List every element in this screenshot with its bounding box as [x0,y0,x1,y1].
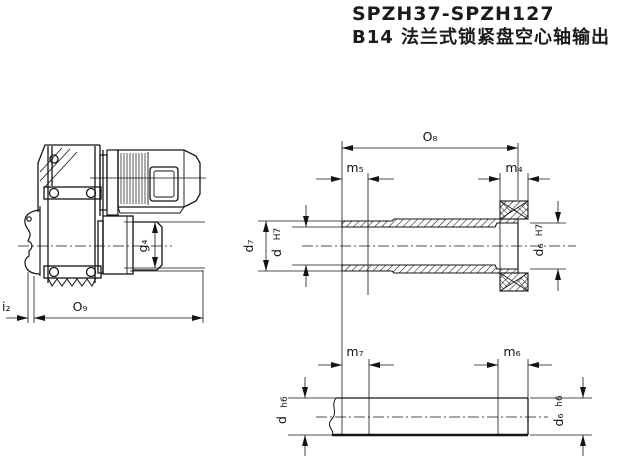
customer-shaft-view: m₇ m₆ d h6 d₆ h6 [274,344,592,456]
dim-label-d7: d₇ [241,240,256,253]
dim-label-m4: m₄ [505,160,522,175]
dim-label-shaft-d6: d₆ [551,414,566,427]
dim-label-m6: m₆ [503,344,520,359]
dim-fit-d6-h7: H7 [535,224,545,237]
motor [90,149,206,214]
shaft-break-line [328,397,337,436]
dim-label-m7: m₇ [346,344,363,359]
dim-label-o9: O₉ [73,299,88,314]
plug-shaft-dimension-lines [302,362,586,456]
dim-label-o8: O₈ [423,129,438,144]
dim-fit-shaft-d-h6: h6 [280,396,290,408]
gearbox-housing [37,144,104,287]
hollow-shaft-section-view: O₈ m₅ m₄ d₇ d H7 d₆ H7 [241,129,576,435]
plug-shaft-extension-lines [288,359,592,436]
motor-cooling-fins [120,153,146,204]
dim-label-shaft-d: d [274,416,289,424]
dim-fit-shaft-d6-h6: h6 [555,395,565,407]
shrink-disc [499,200,529,292]
plug-shaft-outline [328,397,529,437]
side-view: i₂ O₉ g₄ [2,144,206,323]
page-title-model-range: SPZH37-SPZH127 [352,3,555,25]
motor-terminal-plate [149,166,179,202]
dim-label-m5: m₅ [346,160,363,175]
page-title-output-type: B14 法兰式锁紧盘空心轴输出 [352,27,611,48]
dim-label-i2: i₂ [2,299,10,314]
dim-label-d: d [269,249,284,257]
section-dimension-lines [263,145,561,291]
dim-label-g4: g₄ [135,240,150,253]
side-view-dimensions [6,221,205,323]
dim-label-d6: d₆ [531,244,546,257]
section-extension-lines [258,141,566,435]
dim-fit-d-h7: H7 [273,228,283,241]
b14-flange-contour [24,206,41,276]
